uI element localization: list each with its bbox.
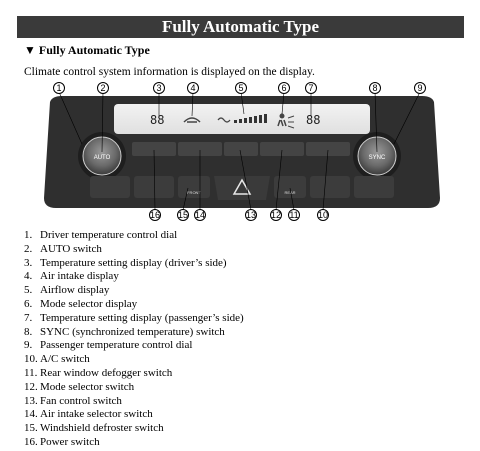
fan-control-switch[interactable] [224, 142, 258, 156]
component-list: 1.Driver temperature control dial 2.AUTO… [24, 229, 244, 450]
seat-heater-left-button[interactable] [90, 176, 130, 198]
list-item: 15.Windshield defroster switch [24, 422, 164, 435]
callout-6: 6 [278, 82, 290, 94]
list-item: 8.SYNC (synchronized temperature) switch [24, 325, 225, 338]
windshield-defroster-switch[interactable] [178, 176, 210, 198]
callout-10: 10 [317, 209, 329, 221]
passenger-temp-display: 88 [306, 113, 320, 127]
rear-window-defogger-switch[interactable] [274, 176, 306, 198]
callout-5: 5 [235, 82, 247, 94]
seat-vent-left-button[interactable] [134, 176, 174, 198]
passenger-temp-dial[interactable] [357, 136, 397, 176]
climate-panel-illustration: 88 88 AUTO SYNC [44, 91, 440, 211]
seat-heater-right-button[interactable] [354, 176, 394, 198]
driver-temp-display: 88 [150, 113, 164, 127]
callout-11: 11 [288, 209, 300, 221]
list-item: 12.Mode selector switch [24, 380, 135, 393]
rear-label: REAR [284, 190, 295, 195]
list-item: 3.Temperature setting display (driver’s … [24, 256, 227, 269]
list-item: 4.Air intake display [24, 270, 119, 283]
sync-switch-label[interactable]: SYNC [369, 155, 386, 161]
callout-8: 8 [369, 82, 381, 94]
triangle-marker-icon: ▼ [24, 43, 36, 57]
callout-13: 13 [245, 209, 257, 221]
middle-button-row [132, 142, 350, 156]
list-item: 1.Driver temperature control dial [24, 229, 178, 241]
list-item: 2.AUTO switch [24, 242, 102, 255]
list-item: 5.Airflow display [24, 284, 110, 297]
ac-switch[interactable] [306, 142, 350, 156]
airflow-bars-icon [217, 114, 267, 123]
list-item: 9.Passenger temperature control dial [24, 339, 193, 352]
bottom-leader-lines [153, 149, 329, 211]
callout-12: 12 [270, 209, 282, 221]
list-item: 16.Power switch [24, 435, 100, 448]
callout-15: 15 [177, 209, 189, 221]
top-leader-lines [58, 91, 421, 153]
callout-3: 3 [153, 82, 165, 94]
intro-text: Climate control system information is di… [24, 66, 315, 78]
list-item: 11.Rear window defogger switch [24, 366, 173, 379]
auto-switch-label[interactable]: AUTO [94, 155, 111, 161]
list-item: 13.Fan control switch [24, 394, 122, 407]
section-title-text: Fully Automatic Type [38, 43, 150, 57]
callout-2: 2 [97, 82, 109, 94]
air-intake-icon [183, 117, 201, 123]
callout-1: 1 [53, 82, 65, 94]
seat-vent-right-button[interactable] [310, 176, 350, 198]
bottom-button-row: FRONT REAR [90, 176, 394, 200]
callout-7: 7 [305, 82, 317, 94]
climate-control-diagram: 88 88 AUTO SYNC [22, 80, 462, 230]
list-item: 14.Air intake selector switch [24, 408, 153, 421]
front-label: FRONT [187, 190, 201, 195]
page-header: Fully Automatic Type [17, 16, 464, 38]
mode-selector-switch[interactable] [260, 142, 304, 156]
air-intake-selector-switch[interactable] [178, 142, 222, 156]
mode-selector-display-icon [277, 113, 295, 129]
power-switch[interactable] [132, 142, 176, 156]
list-item: 6.Mode selector display [24, 297, 138, 310]
callout-14: 14 [194, 209, 206, 221]
callout-9: 9 [414, 82, 426, 94]
list-item: 10.A/C switch [24, 353, 90, 366]
hazard-warning-icon[interactable] [232, 178, 252, 195]
callout-16: 16 [149, 209, 161, 221]
callout-4: 4 [187, 82, 199, 94]
section-title: ▼Fully Automatic Type [24, 43, 150, 58]
hazard-button-housing [214, 176, 270, 200]
list-item: 7.Temperature setting display (passenger… [24, 311, 244, 324]
